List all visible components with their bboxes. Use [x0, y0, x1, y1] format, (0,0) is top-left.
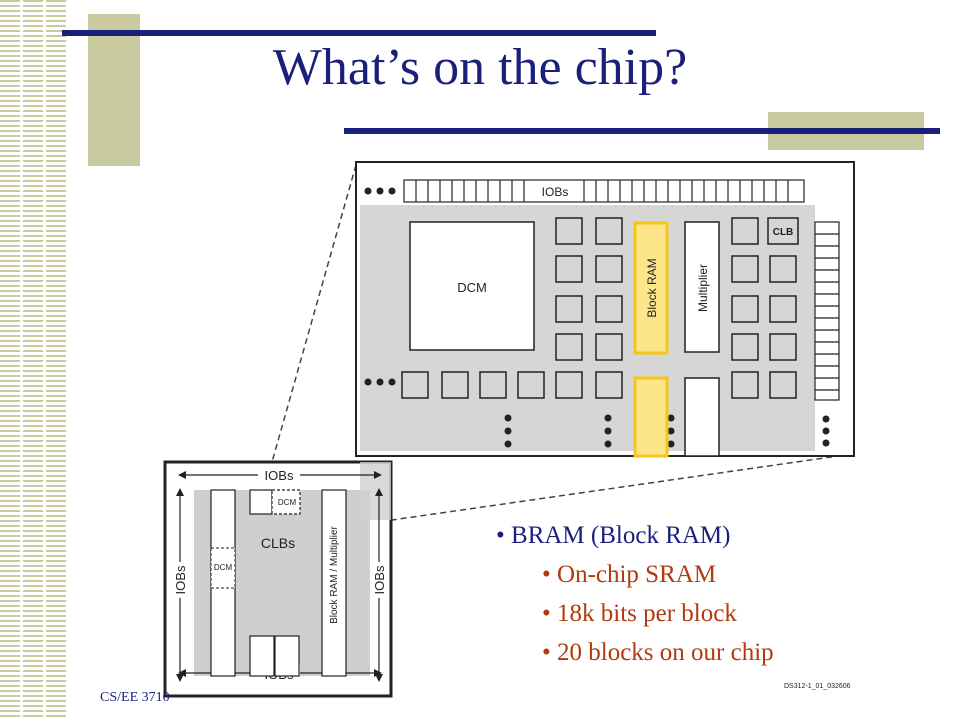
slide-title: What’s on the chip?	[272, 39, 688, 96]
zoom-dcm-label: DCM	[457, 280, 487, 295]
overview-dcm-left: DCM	[214, 563, 233, 572]
figure-id: DS312-1_01_032606	[784, 683, 851, 690]
zoomed-chip-region: IOBs DCM	[355, 161, 855, 458]
bullet-list: BRAM (Block RAM) On-chip SRAM 18k bits p…	[496, 516, 774, 672]
zoom-dcm-block	[409, 221, 535, 351]
zoom-top-iob-pins	[403, 179, 805, 203]
zoom-block-ram-label: Block RAM	[645, 258, 659, 317]
overview-clbs-label: CLBs	[261, 535, 295, 551]
zoom-clb-row-bottom	[401, 371, 623, 399]
zoom-clb-label: CLB	[773, 227, 794, 238]
overview-dcm-top: DCM	[278, 498, 297, 507]
decorative-block-top	[88, 14, 140, 166]
overview-bram-multiplier: Block RAM / Multiplier	[329, 525, 340, 623]
zoom-line-top	[271, 164, 357, 463]
overview-iobs-left: IOBs	[173, 565, 188, 594]
overview-chip: IOBs IOBs IOBs IOBs DCM DCM CLBs Bloc	[163, 460, 393, 698]
zoom-multiplier-label: Multiplier	[696, 264, 710, 312]
zoom-clb-grid-left	[555, 217, 623, 361]
zoom-block-ram	[633, 221, 669, 355]
decorative-line-right	[344, 128, 940, 134]
overview-iobs-top: IOBs	[265, 468, 294, 483]
zoom-block-ram-lower	[633, 376, 669, 458]
decorative-left-strip	[0, 0, 66, 720]
slide-footer: CS/EE 3710	[100, 690, 170, 705]
zoom-multiplier-lower	[684, 377, 720, 457]
zoom-clb-grid-right	[731, 217, 799, 399]
bullet-sub-1: On-chip SRAM	[496, 555, 774, 594]
bullet-main: BRAM (Block RAM)	[496, 516, 774, 555]
decorative-line-top	[62, 30, 656, 36]
bullet-sub-3: 20 blocks on our chip	[496, 633, 774, 672]
bullet-sub-2: 18k bits per block	[496, 594, 774, 633]
zoom-line-bottom	[391, 453, 853, 521]
zoom-multiplier	[684, 221, 720, 353]
zoom-iobs-label: IOBs	[542, 185, 569, 199]
zoom-right-iob-pins	[814, 221, 840, 401]
overview-iobs-right: IOBs	[372, 565, 387, 594]
